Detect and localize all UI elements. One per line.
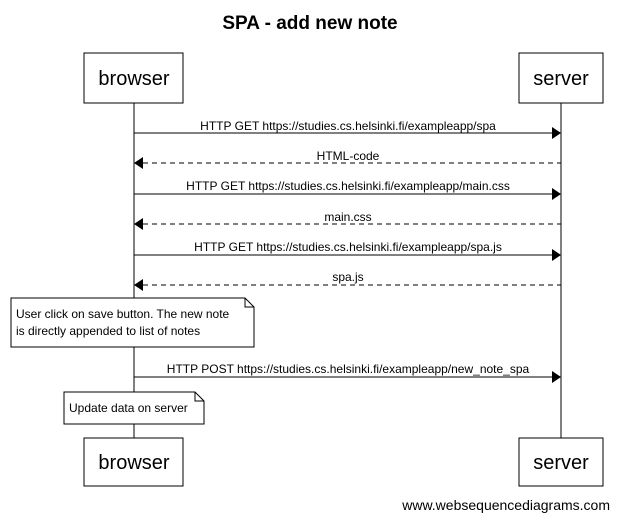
message-2: HTML-code <box>134 149 561 169</box>
message-label: HTTP GET https://studies.cs.helsinki.fi/… <box>200 119 496 133</box>
arrowhead-icon <box>134 157 143 169</box>
message-label: HTTP GET https://studies.cs.helsinki.fi/… <box>194 240 502 254</box>
diagram-title: SPA - add new note <box>222 13 397 34</box>
actor-server-top-label: server <box>533 68 589 90</box>
message-label: HTML-code <box>317 149 380 163</box>
actor-browser-bottom: browser <box>83 437 184 487</box>
watermark: www.websequencediagrams.com <box>401 497 610 513</box>
arrowhead-icon <box>552 188 561 200</box>
note-line: is directly appended to list of notes <box>16 324 200 338</box>
arrowhead-icon <box>552 249 561 261</box>
message-label: HTTP POST https://studies.cs.helsinki.fi… <box>167 362 530 376</box>
actor-browser-top-label: browser <box>98 68 169 90</box>
note-1: User click on save button. The new note … <box>10 297 255 348</box>
arrowhead-icon <box>134 279 143 291</box>
message-3: HTTP GET https://studies.cs.helsinki.fi/… <box>134 179 561 200</box>
message-6: spa.js <box>134 270 561 291</box>
note-box <box>10 297 255 348</box>
note-box <box>63 391 205 425</box>
message-label: main.css <box>324 210 371 224</box>
note-line: Update data on server <box>69 401 188 415</box>
actor-browser-top: browser <box>83 52 184 104</box>
message-label: spa.js <box>332 270 363 284</box>
note-fold-icon <box>244 298 254 308</box>
arrowhead-icon <box>134 218 143 230</box>
arrowhead-icon <box>552 371 561 383</box>
note-line: User click on save button. The new note <box>16 307 230 321</box>
actor-server-bottom: server <box>518 437 604 487</box>
message-label: HTTP GET https://studies.cs.helsinki.fi/… <box>186 179 510 193</box>
message-5: HTTP GET https://studies.cs.helsinki.fi/… <box>134 240 561 261</box>
arrowhead-icon <box>552 127 561 139</box>
actor-browser-bottom-label: browser <box>98 452 169 474</box>
message-4: main.css <box>134 210 561 230</box>
actor-server-bottom-label: server <box>533 452 589 474</box>
note-2: Update data on server <box>63 391 205 425</box>
note-fold-icon <box>194 392 204 402</box>
actor-server-top: server <box>518 52 604 104</box>
message-7: HTTP POST https://studies.cs.helsinki.fi… <box>134 362 561 383</box>
message-1: HTTP GET https://studies.cs.helsinki.fi/… <box>134 119 561 139</box>
